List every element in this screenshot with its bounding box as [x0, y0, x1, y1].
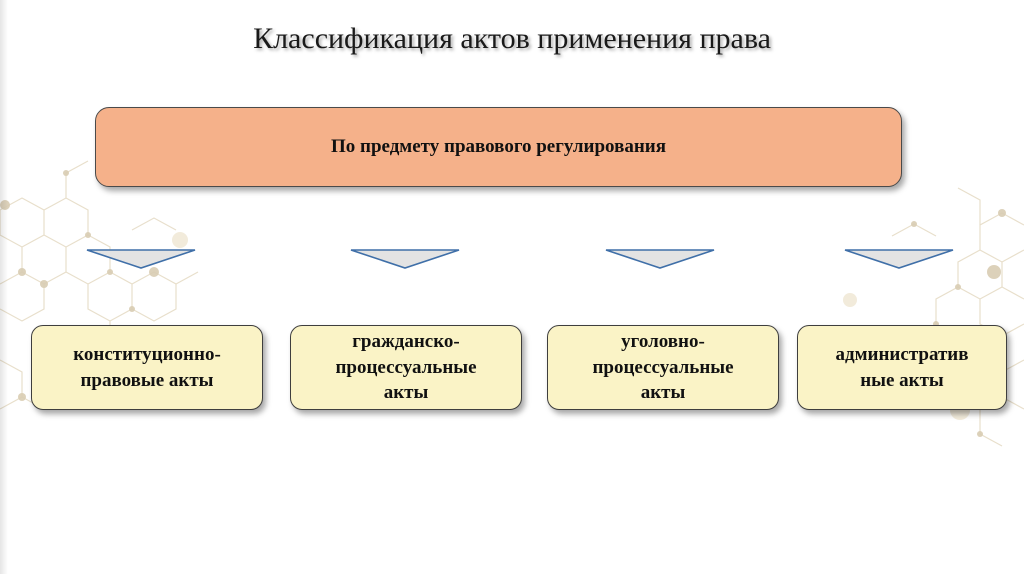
down-arrow-icon [844, 249, 954, 269]
down-arrow-icon [350, 249, 460, 269]
child-box-label: уголовно- процессуальные акты [592, 331, 734, 404]
down-arrow-icon [86, 249, 196, 269]
slide-title: Классификация актов применения права [253, 22, 771, 55]
child-box-administrative: административ ные акты [797, 325, 1007, 410]
child-box-civil-procedural: гражданско- процессуальные акты [290, 325, 522, 410]
root-category-box: По предмету правового регулирования [95, 107, 902, 187]
child-box-criminal-procedural: уголовно- процессуальные акты [547, 325, 779, 410]
left-edge-shadow [0, 0, 8, 574]
root-category-label: По предмету правового регулирования [330, 136, 667, 157]
child-box-label: конституционно- правовые акты [73, 343, 221, 391]
child-box-label: гражданско- процессуальные акты [335, 331, 477, 404]
down-arrow-icon [605, 249, 715, 269]
child-box-constitutional: конституционно- правовые акты [31, 325, 263, 410]
child-box-label: административ ные акты [835, 343, 969, 391]
